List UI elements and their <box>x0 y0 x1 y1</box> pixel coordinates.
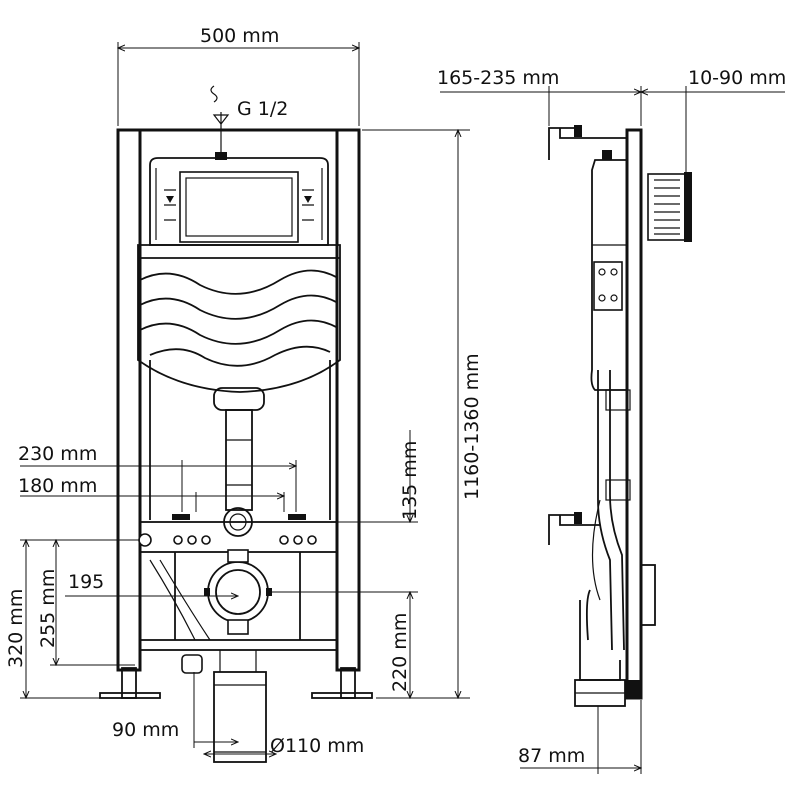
cistern-top <box>149 157 329 246</box>
dim-230: 230 mm <box>18 443 97 465</box>
frame-post-left <box>116 128 142 672</box>
flush-plate-opening <box>179 171 299 243</box>
side-view: 165-235 mm 10-90 mm 87 mm <box>437 67 786 774</box>
inlet-connector <box>215 152 227 160</box>
dim-195: 195 <box>68 571 104 593</box>
dim-total-height: 1160-1360 mm <box>461 353 483 500</box>
dim-135: 135 mm <box>399 441 421 520</box>
frame-post-right <box>335 128 361 672</box>
frame-bottom-rail <box>139 639 338 651</box>
front-view: G 1/2 500 mm 1160-1360 mm 230 mm 180 mm … <box>5 25 483 763</box>
wall-bracket-top <box>548 127 627 160</box>
dim-90: 90 mm <box>112 719 179 741</box>
inlet-symbol <box>210 85 230 152</box>
drain-elbow <box>207 561 269 623</box>
foot-plate-left <box>99 692 161 699</box>
dim-diameter-110: Ø110 mm <box>270 735 364 757</box>
dim-220: 220 mm <box>389 613 411 692</box>
dim-165-235: 165-235 mm <box>437 67 559 89</box>
side-valve-block <box>593 261 623 311</box>
water-drain-fitting <box>181 654 203 674</box>
inlet-label: G 1/2 <box>237 98 288 120</box>
dim-180: 180 mm <box>18 475 97 497</box>
dim-255: 255 mm <box>37 569 59 648</box>
dim-320: 320 mm <box>5 589 27 668</box>
dim-10-90: 10-90 mm <box>688 67 786 89</box>
dim-width-500: 500 mm <box>200 25 279 47</box>
wall-bracket-bottom <box>548 514 600 545</box>
flush-actuator-plate <box>647 173 687 241</box>
side-frame-post <box>625 128 643 700</box>
flush-pipe <box>225 409 253 511</box>
cistern-tank <box>137 244 341 393</box>
foot-plate-right <box>311 692 373 699</box>
drain-pipe <box>213 671 267 763</box>
dim-87: 87 mm <box>518 745 585 767</box>
mounting-crossbar <box>139 521 338 553</box>
